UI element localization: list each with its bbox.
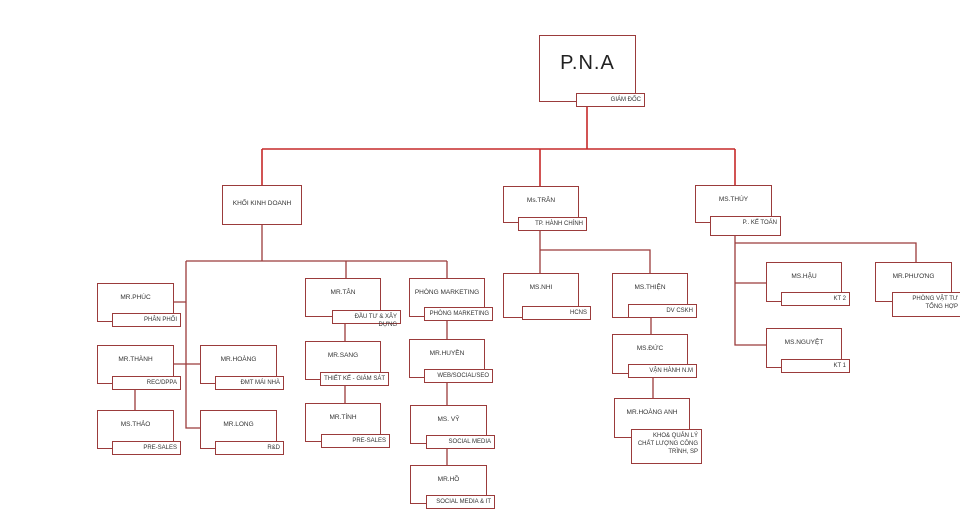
node-name: MS.NHI xyxy=(529,284,553,291)
node-tran: Ms.TRÂN xyxy=(503,186,579,223)
node-name: MR.LONG xyxy=(223,421,254,428)
node-title: PHÂN PHỐI xyxy=(112,313,181,327)
node-title: SOCIAL MEDIA & IT xyxy=(426,495,495,509)
node-name: MS.THẢO xyxy=(120,421,151,428)
node-title: VẬN HÀNH N.M xyxy=(628,364,697,378)
node-name: P.N.A xyxy=(560,52,615,74)
node-name: MS.NGUYỆT xyxy=(784,339,824,346)
node-name: MR.THÀNH xyxy=(118,356,153,363)
node-name: MS.HẬU xyxy=(791,273,817,280)
top-level-connectors xyxy=(261,107,736,186)
node-title: P.. KẾ TOÁN xyxy=(710,216,781,236)
node-name: MS.THIỆN xyxy=(634,284,666,291)
node-title: PRE-SALES xyxy=(112,441,181,455)
node-khoi-kinh-doanh: KHỐI KINH DOANH xyxy=(222,185,302,225)
node-name: MR.HUYỀN xyxy=(429,350,465,357)
node-root: P.N.A xyxy=(539,35,636,102)
node-name: Ms.TRÂN xyxy=(526,197,556,204)
node-name: KHỐI KINH DOANH xyxy=(232,200,292,207)
node-title: HCNS xyxy=(522,306,591,320)
sub-level-connectors xyxy=(134,225,917,465)
node-title: PRE-SALES xyxy=(321,434,390,448)
node-title: KHO& QUẢN LÝ CHẤT LƯỢNG CÔNG TRÌNH, SP xyxy=(631,429,702,464)
node-name: MR.HOÀNG ANH xyxy=(626,409,678,416)
node-name: MS. VỸ xyxy=(437,416,460,423)
node-name: MR.HỒ xyxy=(437,476,460,483)
node-name: MR.TÍNH xyxy=(329,414,357,421)
node-title: ĐẦU TƯ & XÂY DỰNG xyxy=(332,310,401,328)
node-name: MR.PHƯƠNG xyxy=(892,273,935,280)
node-name: MR.TÂN xyxy=(330,289,356,296)
node-title: PHÒNG MARKETING xyxy=(424,307,493,321)
node-title: R&D xyxy=(215,441,284,455)
node-name: MS.THÚY xyxy=(718,196,749,203)
node-name: MR.PHÚC xyxy=(120,294,151,301)
node-title: TP. HÀNH CHÍNH xyxy=(518,217,587,231)
node-name: MR.HOÀNG xyxy=(220,356,257,363)
node-title: THIẾT KẾ - GIÁM SÁT xyxy=(320,372,389,386)
node-title: SOCIAL MEDIA xyxy=(426,435,495,449)
node-title: KT 1 xyxy=(781,359,850,373)
node-title: KT 2 xyxy=(781,292,850,306)
node-title: GIÁM ĐỐC xyxy=(576,93,645,107)
node-name: PHÒNG MARKETING xyxy=(414,289,480,296)
node-name: MS.ĐỨC xyxy=(636,345,664,352)
node-title: DV CSKH xyxy=(628,304,697,318)
node-title: REC/DPPA xyxy=(112,376,181,390)
node-title: ĐMT MÁI NHÀ xyxy=(215,376,284,390)
node-name: MR.SANG xyxy=(327,352,359,359)
node-title: WEB/SOCIAL/SEO xyxy=(424,369,493,383)
node-title: PHÒNG VẬT TƯ TỔNG HỢP xyxy=(892,292,960,317)
